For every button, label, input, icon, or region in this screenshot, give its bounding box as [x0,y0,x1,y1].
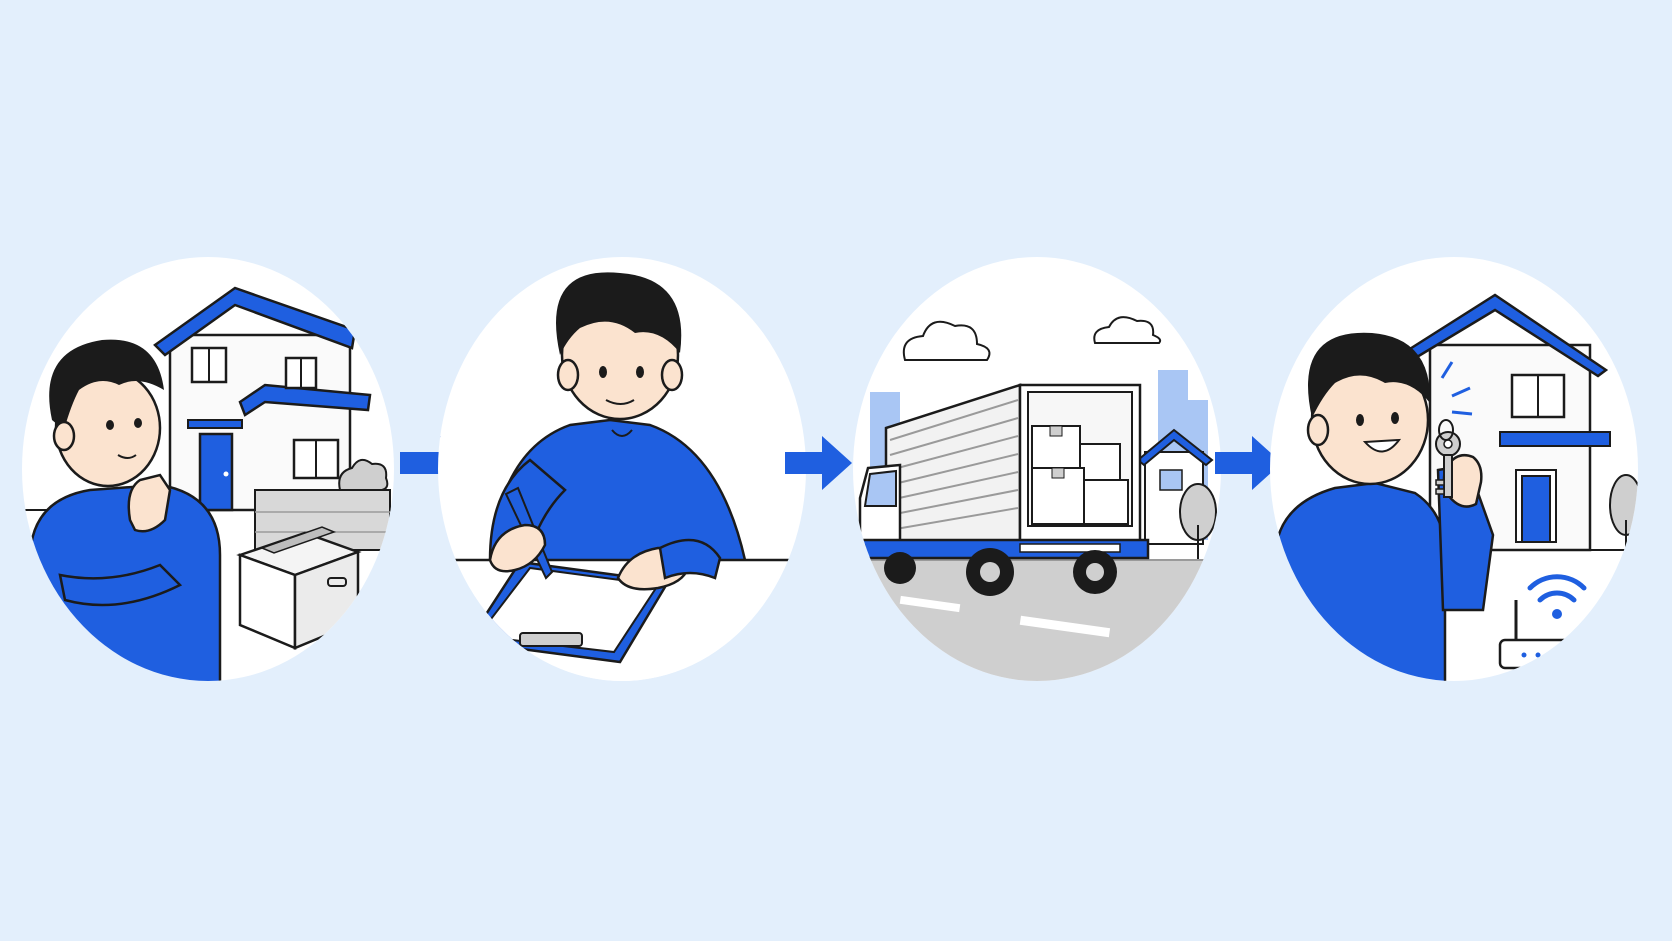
arrow-right-icon [1215,436,1282,490]
thinking-person-icon [28,339,222,681]
step-4-move-in [1270,257,1638,681]
clipboard-icon [465,560,671,664]
cloud-icon [902,320,991,361]
key-icon [1435,419,1461,498]
moving-truck-icon [856,383,1150,596]
house-icon [153,286,372,512]
step-2-sign-contract [438,257,806,681]
cloud-icon [1093,316,1162,344]
happy-person-icon [1273,332,1495,681]
step-3-move [853,257,1221,681]
step-1-consider [22,257,394,681]
arrow-right-icon [785,436,852,490]
